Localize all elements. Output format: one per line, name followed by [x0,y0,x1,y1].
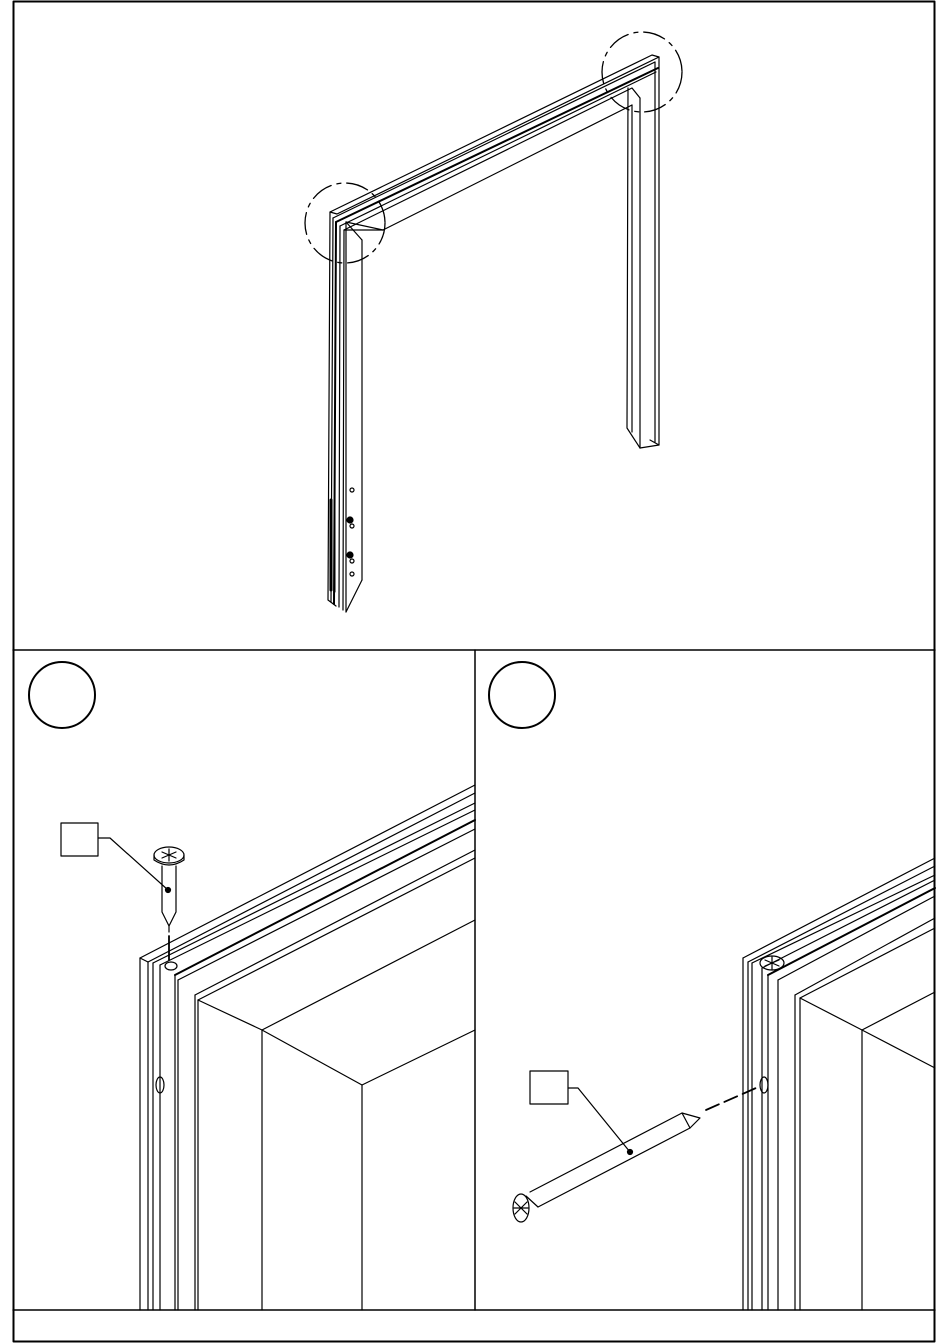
step-1-panel [29,662,475,1310]
part-label-box [530,1071,568,1104]
screw-horizontal [513,1088,756,1222]
part-label-box [61,823,98,856]
door-frame-overview [305,32,682,612]
step-number-circle [29,662,95,728]
detail-callout-right [602,32,682,112]
page-frame [13,2,935,1342]
step-2-panel [489,662,935,1310]
step-number-circle [489,662,555,728]
